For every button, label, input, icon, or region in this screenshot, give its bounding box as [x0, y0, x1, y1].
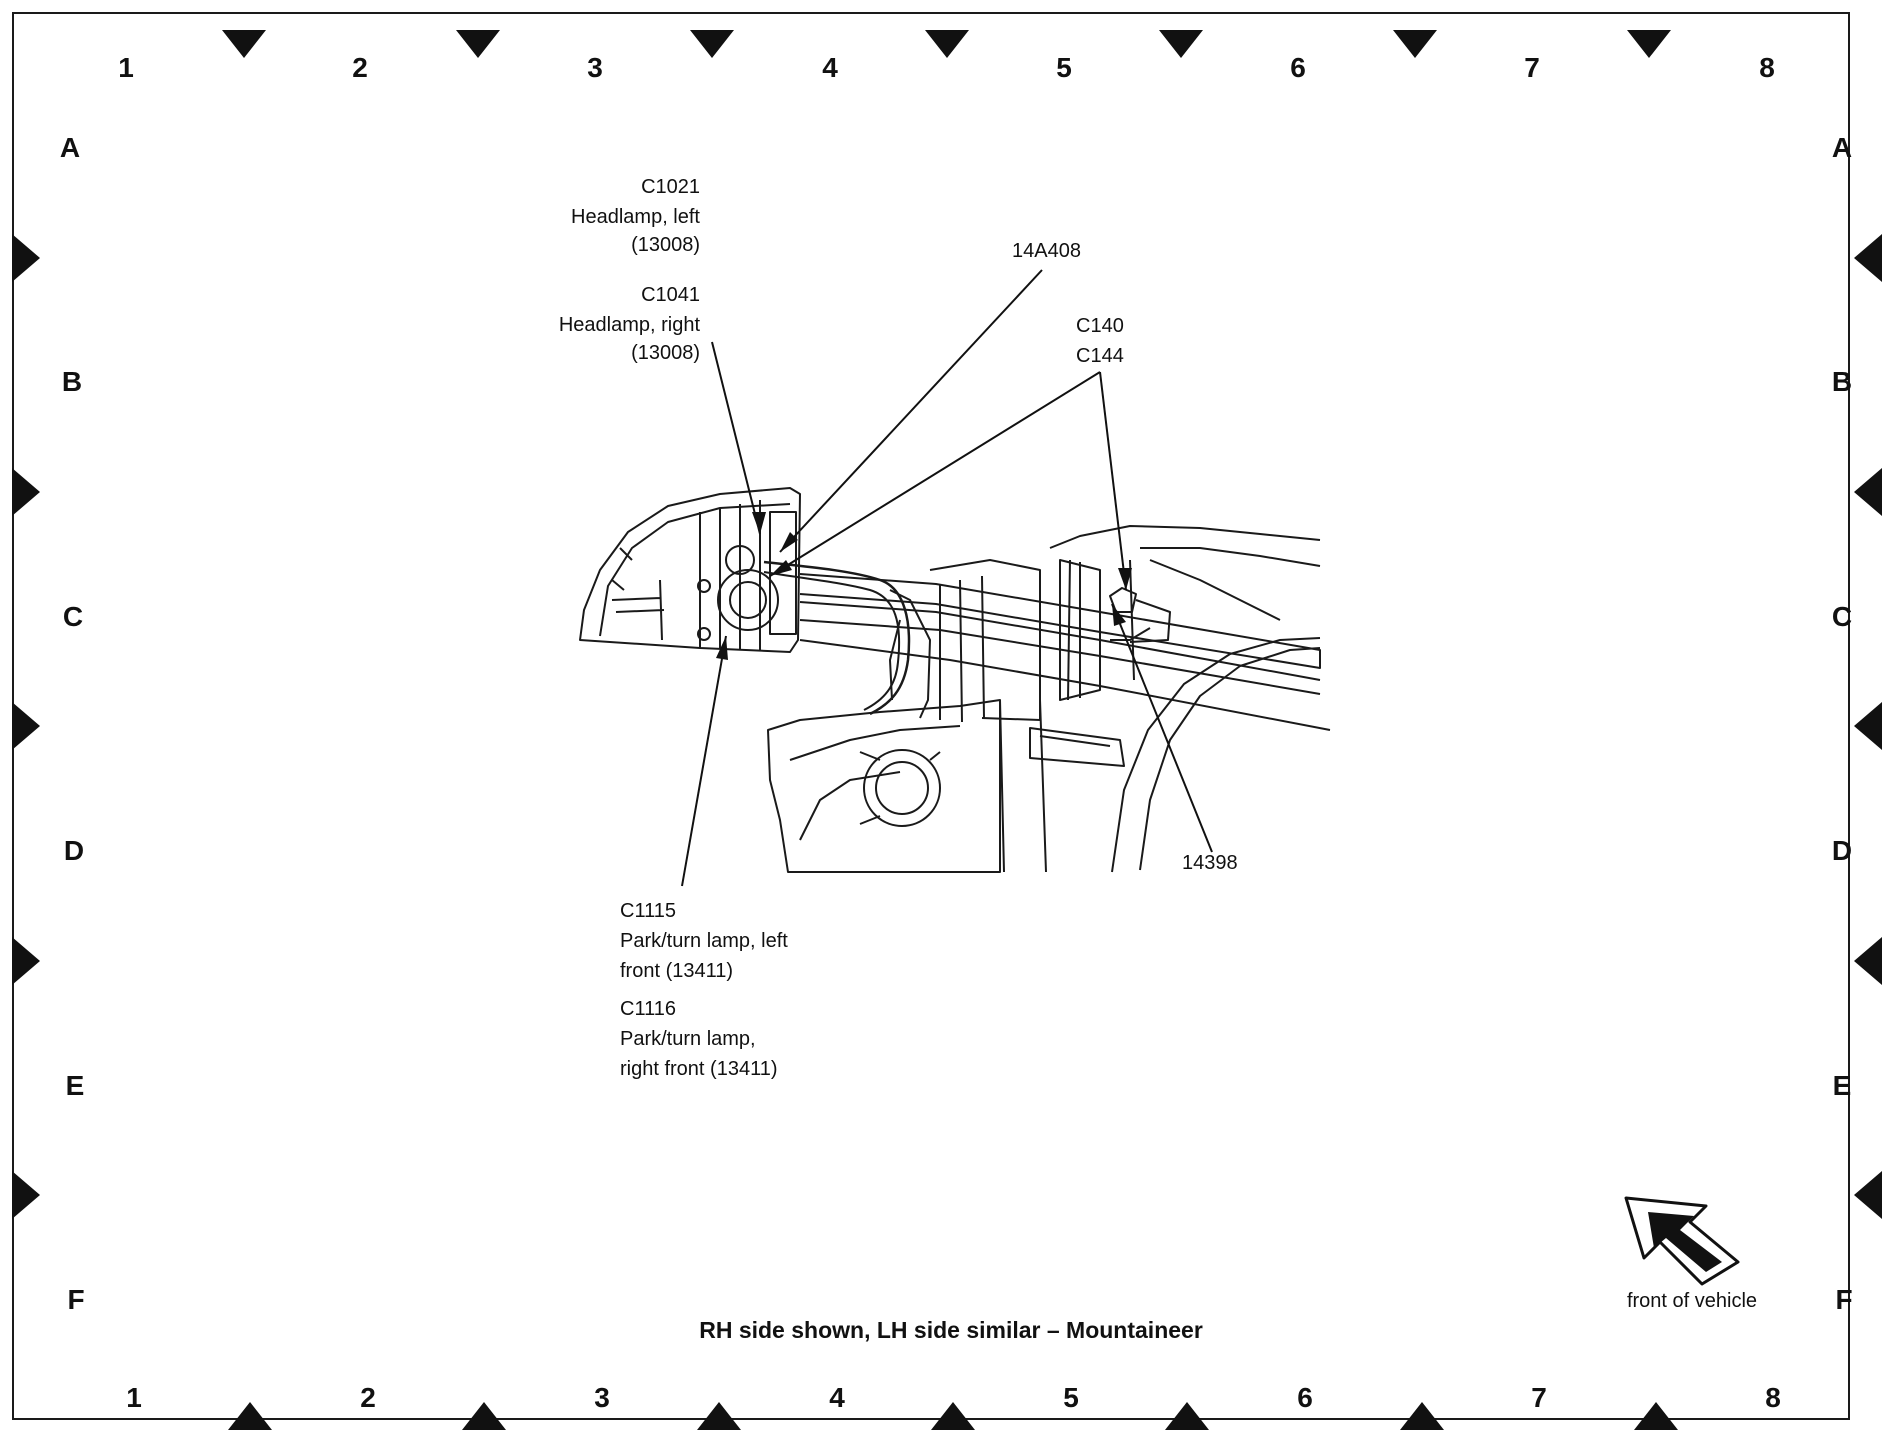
marker-top-5 — [1159, 30, 1203, 58]
marker-left-3 — [12, 702, 40, 750]
marker-left-2 — [12, 468, 40, 516]
leader-14a408 — [779, 269, 1043, 553]
leader-c1041 — [711, 341, 761, 535]
grid-row-right-B: B — [1831, 366, 1853, 397]
leader-c140-a — [769, 371, 1101, 577]
callout-c1116-line2: right front (13411) — [620, 1058, 778, 1080]
callout-c1116-code: C1116 — [620, 998, 676, 1020]
grid-col-bottom-1: 1 — [126, 1382, 142, 1413]
wiring-harness — [763, 560, 911, 716]
marker-top-7 — [1627, 30, 1671, 58]
callout-c144-code: C144 — [1076, 345, 1124, 367]
marker-left-4 — [12, 937, 40, 985]
leader-lines — [681, 269, 1213, 887]
marker-left-1 — [12, 234, 40, 282]
grid-col-bottom-7: 7 — [1531, 1382, 1547, 1413]
callout-c1021-line2: (13008) — [631, 234, 700, 256]
headlamp-assembly — [579, 487, 801, 653]
grid-row-right-F: F — [1835, 1284, 1853, 1315]
grid-col-top-8: 8 — [1759, 52, 1775, 83]
marker-top-2 — [456, 30, 500, 58]
grid-row-right-C: C — [1831, 601, 1853, 632]
callout-c1116-line1: Park/turn lamp, — [620, 1028, 756, 1050]
callout-14a408: 14A408 — [1012, 236, 1081, 266]
marker-left-5 — [12, 1171, 40, 1219]
leader-c144-b — [1099, 371, 1127, 591]
marker-right-5 — [1854, 1171, 1882, 1219]
marker-bottom-4 — [931, 1402, 975, 1430]
diagram-caption: RH side shown, LH side similar – Mountai… — [699, 1317, 1203, 1343]
grid-col-top-4: 4 — [822, 52, 838, 83]
grid-col-bottom-8: 8 — [1765, 1382, 1781, 1413]
grid-row-right-A: A — [1831, 132, 1853, 163]
leader-c1115 — [681, 635, 727, 887]
callout-c1115-line1: Park/turn lamp, left — [620, 930, 788, 952]
callout-c1115: C1115 Park/turn lamp, left front (13411) — [620, 896, 788, 986]
callout-14398-code: 14398 — [1182, 852, 1238, 874]
front-of-vehicle-arrow-icon — [1624, 1196, 1740, 1286]
marker-top-1 — [222, 30, 266, 58]
grid-col-bottom-3: 3 — [594, 1382, 610, 1413]
fog-lamp — [863, 749, 941, 827]
marker-bottom-1 — [228, 1402, 272, 1430]
grid-row-left-A: A — [59, 132, 81, 163]
grid-row-right-D: D — [1831, 835, 1853, 866]
front-of-vehicle-label: front of vehicle — [1626, 1290, 1758, 1312]
callout-c1115-line2: front (13411) — [620, 960, 734, 982]
grid-col-top-3: 3 — [587, 52, 603, 83]
callout-14a408-code: 14A408 — [1012, 240, 1081, 262]
callout-c1041-line2: (13008) — [631, 342, 700, 364]
grid-col-top-5: 5 — [1056, 52, 1072, 83]
radiator-support — [799, 573, 1321, 669]
grid-row-left-E: E — [65, 1070, 85, 1101]
callout-c1021-line1: Headlamp, left — [571, 206, 700, 228]
wheel-well — [1139, 647, 1321, 871]
callout-c1115-code: C1115 — [620, 900, 676, 922]
side-marker-lamp — [1029, 727, 1125, 767]
marker-bottom-5 — [1165, 1402, 1209, 1430]
grid-markers — [12, 30, 1882, 1430]
grid-col-top-6: 6 — [1290, 52, 1306, 83]
vehicle-front-end-illustration — [579, 487, 1331, 873]
grid-col-top-1: 1 — [118, 52, 134, 83]
callout-c1021: C1021 Headlamp, left (13008) — [540, 172, 700, 258]
marker-right-3 — [1854, 702, 1882, 750]
grid-row-left-B: B — [61, 366, 83, 397]
grid-col-top-2: 2 — [352, 52, 368, 83]
grid-col-bottom-5: 5 — [1063, 1382, 1079, 1413]
marker-right-2 — [1854, 468, 1882, 516]
marker-bottom-6 — [1400, 1402, 1444, 1430]
callout-c1041-line1: Headlamp, right — [558, 314, 700, 336]
grid-col-bottom-6: 6 — [1297, 1382, 1313, 1413]
grid-col-top-7: 7 — [1524, 52, 1540, 83]
marker-top-4 — [925, 30, 969, 58]
callout-c140-code: C140 — [1076, 315, 1124, 337]
marker-right-4 — [1854, 937, 1882, 985]
callout-c1041-code: C1041 — [641, 284, 700, 306]
marker-right-1 — [1854, 234, 1882, 282]
marker-top-3 — [690, 30, 734, 58]
grid-row-left-C: C — [62, 601, 84, 632]
grid-row-left-F: F — [67, 1284, 85, 1315]
marker-top-6 — [1393, 30, 1437, 58]
marker-bottom-7 — [1634, 1402, 1678, 1430]
lower-bumper — [767, 699, 1001, 873]
marker-bottom-2 — [462, 1402, 506, 1430]
grid-row-right-E: E — [1832, 1070, 1852, 1101]
marker-bottom-3 — [697, 1402, 741, 1430]
callout-14398: 14398 — [1182, 848, 1238, 878]
callout-c1116: C1116 Park/turn lamp, right front (13411… — [620, 994, 778, 1084]
grid-row-left-D: D — [63, 835, 85, 866]
callout-c1041: C1041 Headlamp, right (13008) — [520, 280, 700, 366]
grid-col-bottom-2: 2 — [360, 1382, 376, 1413]
callout-c140-c144: C140 C144 — [1076, 311, 1124, 371]
leader-14398 — [1111, 603, 1213, 853]
fender — [1049, 525, 1321, 567]
callout-c1021-code: C1021 — [641, 176, 700, 198]
grid-col-bottom-4: 4 — [829, 1382, 845, 1413]
